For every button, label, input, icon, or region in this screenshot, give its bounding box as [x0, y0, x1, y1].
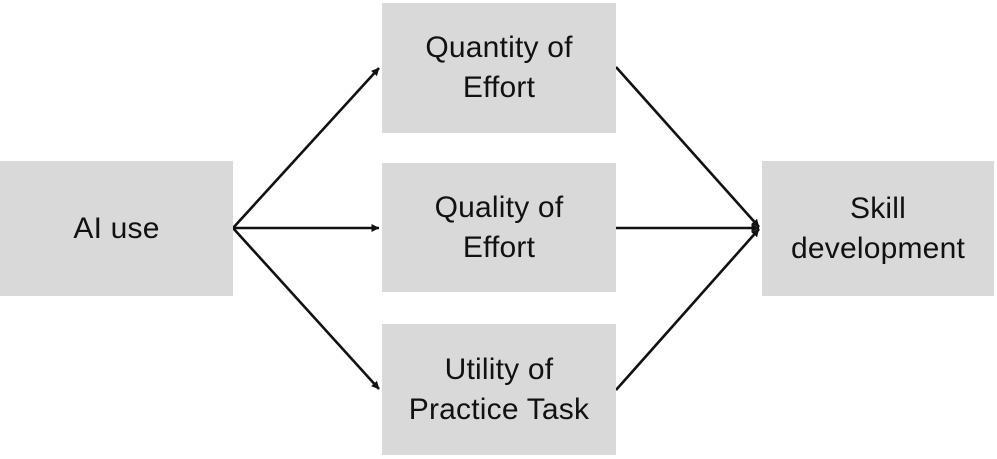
- edge-ai-use-to-utility: [232, 227, 380, 390]
- node-skill-development: Skill development: [762, 161, 994, 296]
- node-utility-of-practice-task: Utility of Practice Task: [382, 324, 616, 455]
- node-quantity-of-effort: Quantity of Effort: [382, 3, 616, 133]
- edge-utility-to-skill: [615, 228, 760, 391]
- node-ai-use: AI use: [0, 161, 233, 296]
- edge-quantity-to-skill: [615, 66, 760, 228]
- node-quality-of-effort: Quality of Effort: [382, 163, 616, 292]
- edge-ai-use-to-quantity: [232, 67, 380, 229]
